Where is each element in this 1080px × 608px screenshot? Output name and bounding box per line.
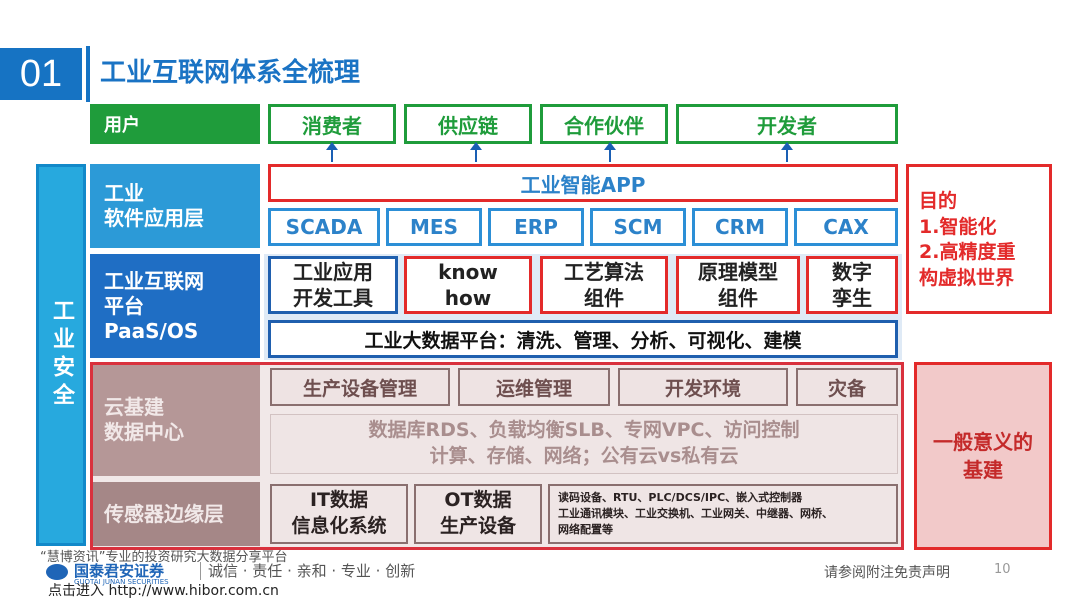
paas-module-process-algorithm: 工艺算法 组件: [540, 256, 668, 314]
slide-title: 工业互联网体系全梳理: [100, 57, 361, 88]
footer-divider: [200, 562, 201, 580]
arrow-up-icon: [604, 142, 616, 162]
company-logo-text: 国泰君安证券: [74, 562, 165, 580]
paas-module-dev-tools: 工业应用 开发工具: [268, 256, 398, 314]
user-supply-chain-box: 供应链: [404, 104, 532, 144]
edge-it-data-box: IT数据 信息化系统: [270, 484, 408, 544]
page-number: 10: [994, 562, 1011, 577]
arrow-up-icon: [781, 142, 793, 162]
arrow-up-icon: [470, 142, 482, 162]
paas-module-know-how: know how: [404, 256, 532, 314]
app-module-erp: ERP: [488, 208, 584, 246]
industrial-security-column: 工业安全: [36, 164, 86, 546]
user-consumer-box: 消费者: [268, 104, 396, 144]
company-logo-subtext: GUOTAI JUNAN SECURITIES: [74, 578, 169, 586]
app-module-scm: SCM: [590, 208, 686, 246]
user-developer-box: 开发者: [676, 104, 898, 144]
entry-link[interactable]: 点击进入 http://www.hibor.com.cn: [48, 583, 279, 599]
layer-label-app: 工业 软件应用层: [90, 164, 260, 248]
layer-label-paas: 工业互联网 平台 PaaS/OS: [90, 254, 260, 358]
cloud-services-detail: 数据库RDS、负载均衡SLB、专网VPC、访问控制 计算、存储、网络；公有云vs…: [270, 414, 898, 474]
app-module-crm: CRM: [692, 208, 788, 246]
app-module-cax: CAX: [794, 208, 898, 246]
layer-label-edge: 传感器边缘层: [90, 482, 260, 546]
user-row-label: 用户: [90, 104, 260, 144]
layer-label-cloud: 云基建 数据中心: [90, 364, 260, 476]
cloud-module-ops: 运维管理: [458, 368, 610, 406]
cloud-module-equipment: 生产设备管理: [270, 368, 450, 406]
section-number: 01: [0, 48, 82, 100]
app-module-mes: MES: [386, 208, 482, 246]
cloud-module-dev-env: 开发环境: [618, 368, 788, 406]
app-module-scada: SCADA: [268, 208, 380, 246]
general-infrastructure-box: 一般意义的 基建: [914, 362, 1052, 550]
paas-module-principle-model: 原理模型 组件: [676, 256, 800, 314]
edge-devices-detail: 读码设备、RTU、PLC/DCS/IPC、嵌入式控制器 工业通讯模块、工业交换机…: [548, 484, 898, 544]
industrial-app-bar: 工业智能APP: [268, 164, 898, 202]
logo-icon: [46, 564, 68, 580]
big-data-platform-bar: 工业大数据平台：清洗、管理、分析、可视化、建模: [268, 320, 898, 358]
paas-module-digital-twin: 数字 孪生: [806, 256, 898, 314]
company-slogan: 诚信 · 责任 · 亲和 · 专业 · 创新: [208, 562, 416, 580]
user-partner-box: 合作伙伴: [540, 104, 668, 144]
disclaimer-text: 请参阅附注免责声明: [824, 565, 950, 581]
goal-box: 目的 1.智能化 2.高精度重 构虚拟世界: [906, 164, 1052, 314]
watermark-text: “慧博资讯”专业的投资研究大数据分享平台: [40, 550, 288, 565]
arrow-up-icon: [326, 142, 338, 162]
edge-ot-data-box: OT数据 生产设备: [414, 484, 542, 544]
cloud-module-disaster-recovery: 灾备: [796, 368, 898, 406]
section-divider: [86, 46, 90, 102]
